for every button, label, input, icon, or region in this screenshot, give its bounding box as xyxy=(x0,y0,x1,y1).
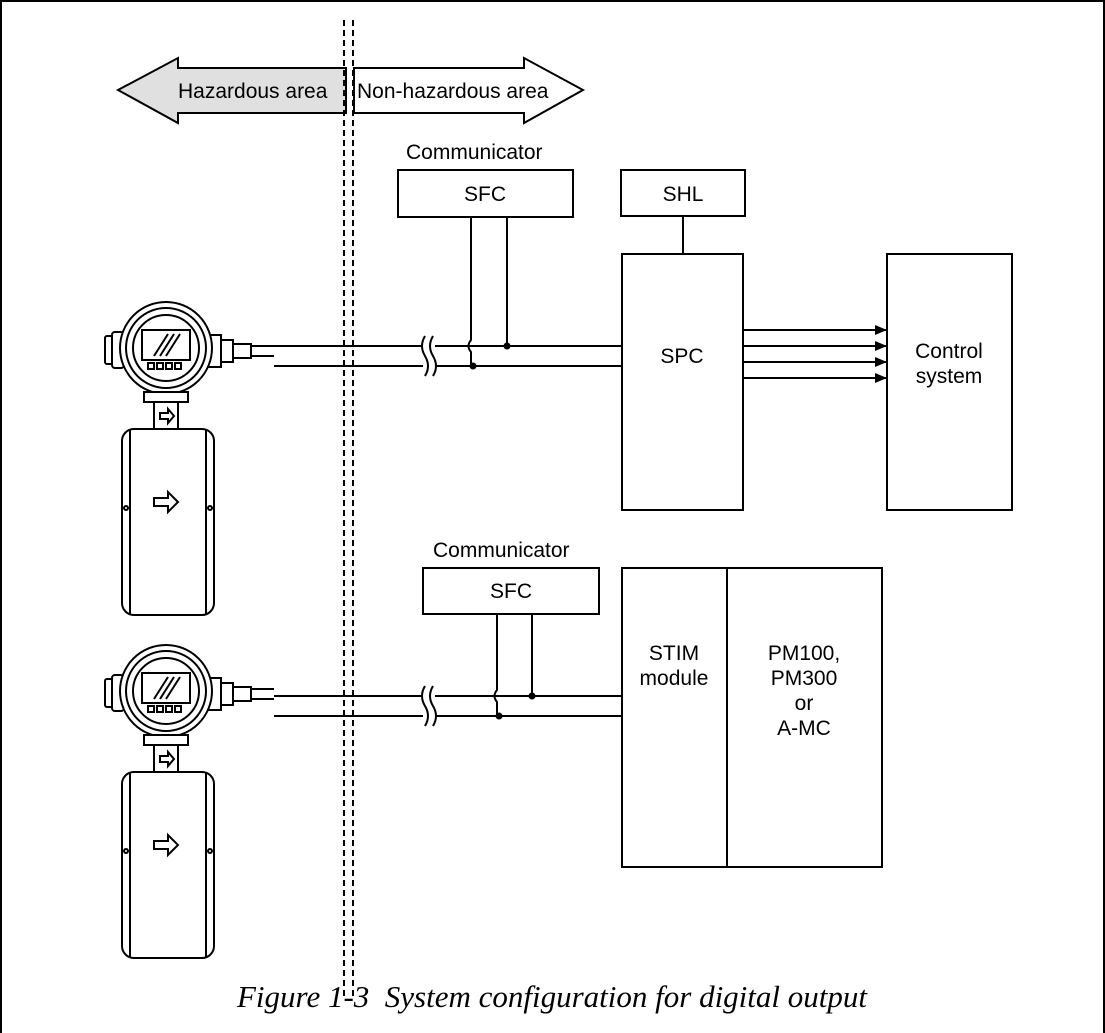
sfc-box-top xyxy=(397,169,574,218)
hazardous-area-label: Hazardous area xyxy=(178,80,328,103)
controller-label-line2: PM300 xyxy=(771,667,838,690)
spc-box xyxy=(621,253,744,511)
figure-caption: Figure 1-3 System configuration for digi… xyxy=(236,979,868,1014)
sfc-box-bottom xyxy=(422,567,600,615)
flowmeter-top xyxy=(104,301,275,616)
controller-label-line4: A-MC xyxy=(777,717,831,740)
controller-label-line3: or xyxy=(795,692,814,715)
flowmeter-bottom xyxy=(104,644,275,959)
bottom-loop-wiring xyxy=(274,614,622,727)
stim-label-line2: module xyxy=(640,667,709,690)
spc-to-control-arrows xyxy=(743,325,887,383)
communicator-label-bottom: Communicator xyxy=(433,539,570,562)
shl-label: SHL xyxy=(663,183,704,206)
sfc-label-top: SFC xyxy=(464,183,506,206)
spc-label: SPC xyxy=(660,345,703,368)
top-loop-wiring xyxy=(274,216,687,377)
control-system-box xyxy=(886,253,1013,511)
non-hazardous-area-label: Non-hazardous area xyxy=(357,80,549,103)
controller-box xyxy=(726,567,883,868)
stim-label-line1: STIM xyxy=(649,642,699,665)
shl-box xyxy=(620,169,746,217)
control-system-label-line2: system xyxy=(916,365,983,388)
hazardous-area-arrow: Hazardous area xyxy=(115,56,347,125)
sfc-label-bottom: SFC xyxy=(490,580,532,603)
stim-module-box xyxy=(621,567,728,868)
area-boundary-line xyxy=(343,20,354,1000)
non-hazardous-area-arrow: Non-hazardous area xyxy=(353,56,586,125)
controller-label-line1: PM100, xyxy=(768,642,840,665)
communicator-label-top: Communicator xyxy=(406,141,543,164)
control-system-label-line1: Control xyxy=(915,340,983,363)
